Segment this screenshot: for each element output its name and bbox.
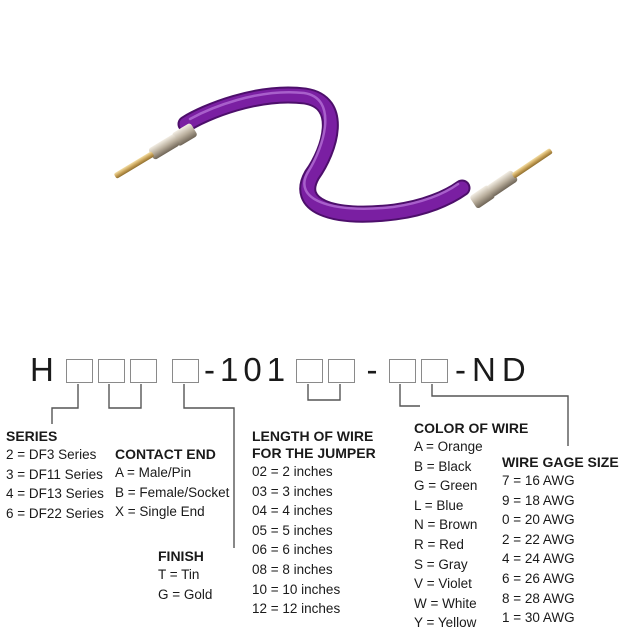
color-group: COLOR OF WIRE A = Orange B = Black G = G…	[414, 420, 528, 633]
color-item: S = Gray	[414, 556, 468, 572]
length-item: 08 = 8 inches	[252, 561, 333, 577]
gage-item: 4 = 24 AWG	[502, 551, 575, 567]
gage-heading: WIRE GAGE SIZE	[502, 454, 619, 470]
series-heading: SERIES	[6, 428, 58, 444]
color-item: L = Blue	[414, 497, 464, 513]
length-heading-line2: FOR THE JUMPER	[252, 445, 376, 461]
color-item: R = Red	[414, 536, 464, 552]
leader-gage	[431, 384, 569, 446]
finish-item: T = Tin	[158, 567, 200, 582]
gage-item: 6 = 26 AWG	[502, 570, 575, 586]
pn-box-gage	[421, 359, 448, 383]
pn-middle: -101	[204, 351, 291, 388]
leader-length	[307, 384, 341, 401]
color-heading: COLOR OF WIRE	[414, 420, 529, 436]
length-item: 05 = 5 inches	[252, 522, 333, 538]
color-item: N = Brown	[414, 517, 478, 533]
length-item: 06 = 6 inches	[252, 542, 333, 558]
pn-box-series	[66, 359, 93, 383]
contact-end-item: A = Male/Pin	[115, 465, 192, 480]
color-item: W = White	[414, 595, 477, 611]
series-group: SERIES 2 = DF3 Series 3 = DF11 Series 4 …	[6, 428, 104, 523]
pn-box-length-2	[328, 359, 355, 383]
pn-box-length-1	[296, 359, 323, 383]
leader-series	[51, 384, 79, 424]
pn-box-contact-2	[130, 359, 157, 383]
color-item: Y = Yellow	[414, 615, 477, 631]
pn-prefix: H	[30, 351, 54, 388]
color-item: G = Green	[414, 478, 478, 494]
length-item: 04 = 4 inches	[252, 503, 333, 519]
color-item: B = Black	[414, 458, 472, 474]
leader-color	[399, 384, 420, 407]
contact-end-heading: CONTACT END	[115, 446, 216, 462]
length-item: 02 = 2 inches	[252, 464, 333, 479]
gage-group: WIRE GAGE SIZE 7 = 16 AWG 9 = 18 AWG 0 =…	[502, 454, 619, 628]
finish-item: G = Gold	[158, 586, 213, 602]
leader-lines	[51, 384, 569, 548]
jumper-wire-photo	[114, 86, 553, 223]
pn-box-color	[389, 359, 416, 383]
length-group: LENGTH OF WIRE FOR THE JUMPER 02 = 2 inc…	[252, 428, 376, 619]
length-item: 10 = 10 inches	[252, 581, 341, 597]
gage-item: 2 = 22 AWG	[502, 531, 575, 547]
length-item: 03 = 3 inches	[252, 483, 333, 499]
series-item: 6 = DF22 Series	[6, 505, 104, 521]
gage-item: 0 = 20 AWG	[502, 512, 575, 528]
pn-dash: -	[366, 351, 378, 388]
color-item: V = Violet	[414, 576, 472, 592]
leader-contact	[108, 384, 142, 409]
pn-box-finish	[172, 359, 199, 383]
series-item: 3 = DF11 Series	[6, 466, 103, 482]
gage-item: 9 = 18 AWG	[502, 492, 575, 508]
contact-end-item: B = Female/Socket	[115, 484, 230, 500]
part-number: H -101 - -ND	[0, 350, 640, 390]
series-item: 2 = DF3 Series	[6, 447, 97, 462]
finish-heading: FINISH	[158, 548, 204, 564]
length-item: 12 = 12 inches	[252, 601, 341, 617]
gage-item: 7 = 16 AWG	[502, 473, 575, 488]
left-terminal	[114, 123, 197, 179]
pn-suffix: -ND	[455, 351, 532, 388]
finish-group: FINISH T = Tin G = Gold	[158, 548, 212, 604]
gage-item: 8 = 28 AWG	[502, 590, 575, 606]
color-item: A = Orange	[414, 439, 483, 454]
right-terminal	[470, 148, 553, 209]
length-heading-line1: LENGTH OF WIRE	[252, 428, 374, 444]
gage-item: 1 = 30 AWG	[502, 610, 575, 626]
contact-end-group: CONTACT END A = Male/Pin B = Female/Sock…	[115, 446, 229, 522]
leader-finish	[183, 384, 235, 548]
series-item: 4 = DF13 Series	[6, 486, 104, 502]
contact-end-item: X = Single End	[115, 504, 205, 520]
pn-box-contact-1	[98, 359, 125, 383]
